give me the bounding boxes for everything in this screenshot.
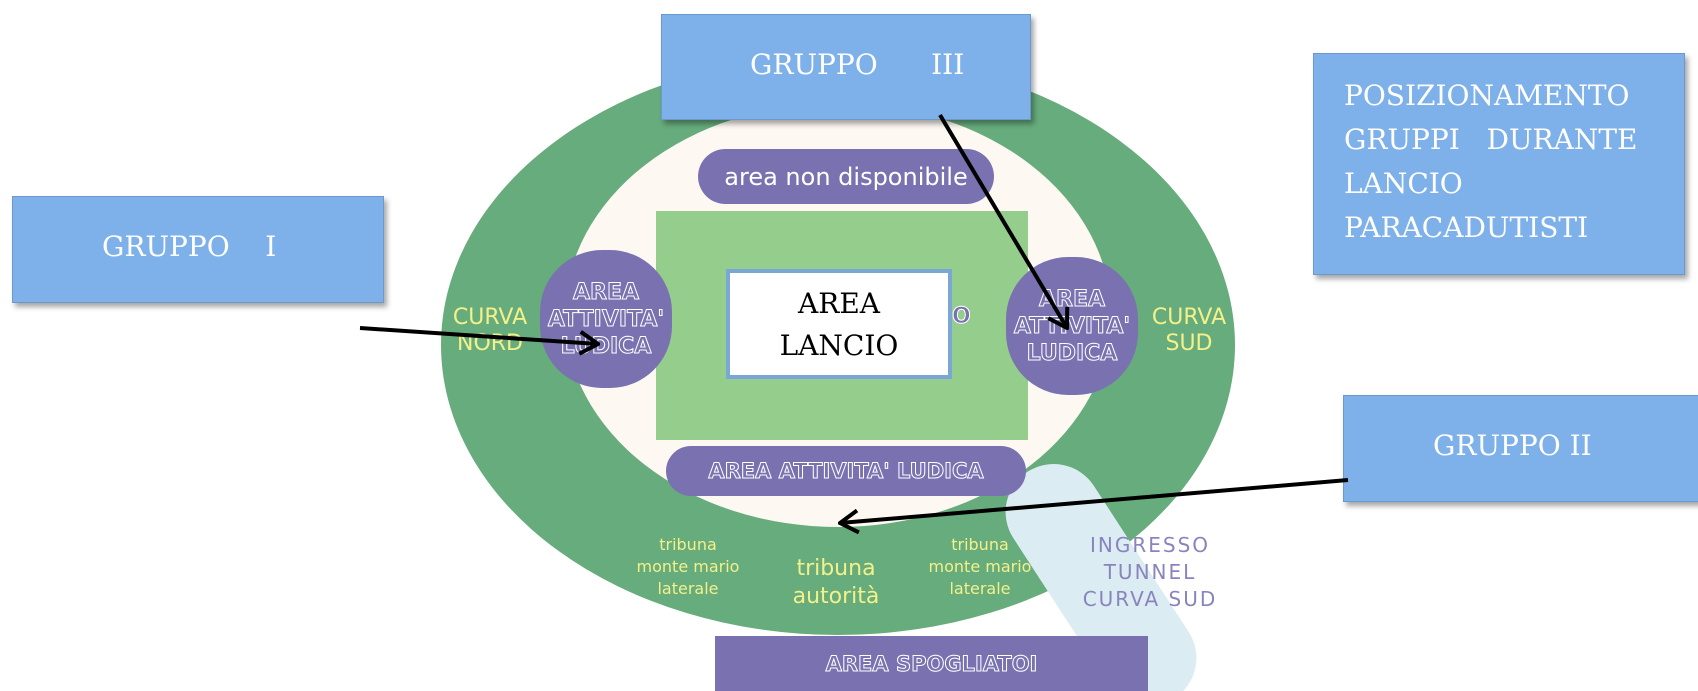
area-non-disponibile-pill: area non disponibile: [698, 149, 994, 204]
title-box: POSIZIONAMENTO GRUPPI DURANTE LANCIO PAR…: [1313, 53, 1685, 275]
ingresso-line3: CURVA SUD: [1082, 587, 1218, 611]
curva-nord-line1: CURVA: [452, 305, 528, 330]
gruppo-iii-label: GRUPPO III: [750, 48, 965, 81]
tribuna-right-line2: monte mario: [928, 557, 1032, 576]
area-non-disponibile-label: area non disponibile: [724, 162, 968, 191]
title-line3: LANCIO: [1344, 167, 1463, 200]
title-line2: GRUPPI DURANTE: [1344, 123, 1638, 156]
spogliatoi-label: AREA SPOGLIATOI: [825, 651, 1038, 676]
ingresso-line1: INGRESSO: [1089, 533, 1211, 557]
curva-nord-label: CURVA NORD: [440, 305, 540, 357]
field-partial-text: O: [952, 304, 972, 330]
tribuna-right-line1: tribuna: [951, 535, 1009, 554]
ludica-right-line3: LUDICA: [1026, 340, 1118, 366]
ludica-bottom-pill: AREA ATTIVITA' LUDICA: [666, 446, 1026, 496]
ludica-bottom-label: AREA ATTIVITA' LUDICA: [708, 459, 984, 484]
curva-sud-line2: SUD: [1165, 331, 1213, 356]
tribuna-right-line3: laterale: [949, 579, 1011, 598]
gruppo-iii-box: GRUPPO III: [661, 14, 1031, 120]
spogliatoi-bar: AREA SPOGLIATOI: [715, 636, 1148, 691]
ludica-left-line3: LUDICA: [560, 333, 652, 359]
tribuna-right-label: tribuna monte mario laterale: [910, 534, 1050, 600]
launch-area-box: AREA LANCIO: [726, 269, 952, 379]
tribuna-left-line3: laterale: [657, 579, 719, 598]
ludica-left-blob: AREA ATTIVITA' LUDICA: [540, 250, 672, 388]
gruppo-i-label: GRUPPO I: [102, 230, 277, 263]
curva-nord-line2: NORD: [457, 331, 523, 356]
tribuna-center-line1: tribuna: [796, 556, 876, 581]
launch-area-line1: AREA: [798, 287, 880, 320]
gruppo-ii-box: GRUPPO II: [1343, 395, 1698, 502]
ingresso-tunnel-label: INGRESSO TUNNEL CURVA SUD: [1070, 532, 1230, 613]
tribuna-left-line1: tribuna: [659, 535, 717, 554]
curva-sud-label: CURVA SUD: [1139, 305, 1239, 357]
ludica-right-line2: ATTIVITA': [1013, 313, 1131, 339]
ludica-right-line1: AREA: [1038, 286, 1106, 312]
ingresso-line2: TUNNEL: [1103, 560, 1197, 584]
tribuna-center-line2: autorità: [792, 584, 880, 609]
title-text: POSIZIONAMENTO GRUPPI DURANTE LANCIO PAR…: [1344, 74, 1637, 250]
tribuna-left-label: tribuna monte mario laterale: [618, 534, 758, 600]
ludica-right-blob: AREA ATTIVITA' LUDICA: [1006, 257, 1138, 395]
title-line4: PARACADUTISTI: [1344, 211, 1589, 244]
launch-area-line2: LANCIO: [779, 329, 899, 362]
gruppo-i-box: GRUPPO I: [12, 196, 384, 303]
tribuna-center-label: tribuna autorità: [774, 555, 898, 611]
ludica-left-line2: ATTIVITA': [547, 306, 665, 332]
curva-sud-line1: CURVA: [1151, 305, 1227, 330]
title-line1: POSIZIONAMENTO: [1344, 79, 1630, 112]
ludica-left-line1: AREA: [572, 279, 640, 305]
gruppo-ii-label: GRUPPO II: [1433, 429, 1592, 462]
tribuna-left-line2: monte mario: [636, 557, 740, 576]
